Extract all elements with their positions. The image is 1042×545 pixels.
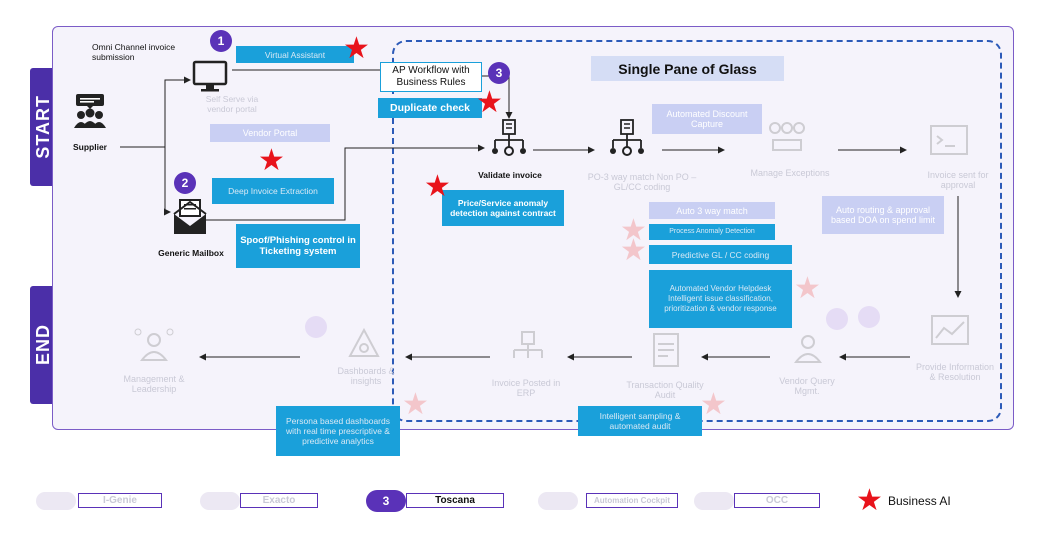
terminal-icon: [929, 124, 969, 161]
badge-faded-c: [858, 306, 880, 328]
badge-faded-a: [305, 316, 327, 338]
vendor-query-label: Vendor Query Mgmt.: [779, 376, 835, 396]
mailbox-label: Generic Mailbox: [158, 248, 224, 258]
invoice-posted-label: Invoice Posted in ERP: [491, 378, 561, 398]
ap-workflow-box: AP Workflow with Business Rules: [380, 62, 482, 92]
auto-3way-box: Auto 3 way match: [649, 202, 775, 219]
mailbox-icon: [172, 198, 208, 241]
badge-faded-b: [826, 308, 848, 330]
star-faded-c: ★: [794, 272, 821, 305]
legend-toscana-badge: 3: [366, 490, 406, 512]
auto-routing-box: Auto routing & approval based DOA on spe…: [822, 196, 944, 234]
po-match-icon: [605, 118, 649, 163]
legend-igenie: I-Genie: [78, 493, 162, 508]
provide-info-label: Provide Information & Resolution: [915, 362, 995, 382]
legend-pill-occ: [694, 492, 734, 510]
badge-2: 2: [174, 172, 196, 194]
legend-toscana: Toscana: [406, 493, 504, 508]
star-faded-e: ★: [700, 388, 727, 421]
persona-dashboards-box: Persona based dashboards with real time …: [276, 406, 400, 456]
automated-discount-box: Automated Discount Capture: [652, 104, 762, 134]
invoice-posted-icon: [508, 330, 548, 375]
star-faded-b: ★: [620, 234, 647, 267]
management-icon: [132, 324, 176, 369]
po-match-label: PO-3 way match Non PO – GL/CC coding: [587, 172, 697, 192]
legend-business-ai: Business AI: [888, 494, 951, 508]
badge-3: 3: [488, 62, 510, 84]
process-anomaly-box: Process Anomaly Detection: [649, 224, 775, 240]
duplicate-check-box: Duplicate check: [378, 98, 482, 118]
omni-channel-label: Omni Channel invoice submission: [92, 42, 176, 62]
spoof-box: Spoof/Phishing control in Ticketing syst…: [236, 224, 360, 268]
intelligent-sampling-box: Intelligent sampling & automated audit: [578, 406, 702, 436]
start-tag: START: [30, 68, 56, 186]
vendor-query-icon: [788, 328, 828, 373]
star-virtual-assistant: ★: [343, 32, 370, 65]
legend-automation: Automation Cockpit: [586, 493, 678, 508]
single-pane-title: Single Pane of Glass: [591, 56, 784, 81]
price-anomaly-box: Price/Service anomaly detection against …: [442, 190, 564, 226]
virtual-assistant-box: Virtual Assistant: [236, 46, 354, 63]
supplier-icon: [70, 92, 110, 137]
end-tag: END: [30, 286, 56, 404]
legend-exacto: Exacto: [240, 493, 318, 508]
legend-pill-automation: [538, 492, 578, 510]
legend-pill-igenie: [36, 492, 76, 510]
star-price-anomaly: ★: [424, 170, 451, 203]
manage-exceptions-icon: [765, 120, 809, 165]
legend-pill-exacto: [200, 492, 240, 510]
manage-exceptions-label: Manage Exceptions: [750, 168, 830, 178]
star-faded-d: ★: [402, 388, 429, 421]
management-label: Management & Leadership: [123, 374, 185, 394]
dashboards-label: Dashboards & insights: [337, 366, 395, 386]
deep-extraction-box: Deep Invoice Extraction: [212, 178, 334, 204]
transaction-audit-label: Transaction Quality Audit: [626, 380, 704, 400]
legend-star-icon: ★: [856, 484, 883, 517]
badge-1: 1: [210, 30, 232, 52]
automated-helpdesk-box: Automated Vendor Helpdesk Intelligent is…: [649, 270, 792, 328]
legend-occ: OCC: [734, 493, 820, 508]
invoice-sent-label: Invoice sent for approval: [927, 170, 989, 190]
dashboards-icon: [344, 326, 384, 371]
star-faded-a: ★: [620, 214, 647, 247]
star-duplicate-check: ★: [476, 86, 503, 119]
self-serve-label: Self Serve via vendor portal: [205, 94, 259, 114]
validate-invoice-label: Validate invoice: [478, 170, 542, 180]
supplier-label: Supplier: [72, 142, 107, 152]
predictive-gl-box: Predictive GL / CC coding: [649, 245, 792, 264]
validate-invoice-icon: [487, 118, 531, 163]
provide-info-icon: [930, 314, 970, 353]
vendor-portal-box: Vendor Portal: [210, 124, 330, 142]
star-deep-extraction: ★: [258, 144, 285, 177]
monitor-icon: [192, 60, 228, 99]
transaction-audit-icon: [648, 330, 684, 375]
